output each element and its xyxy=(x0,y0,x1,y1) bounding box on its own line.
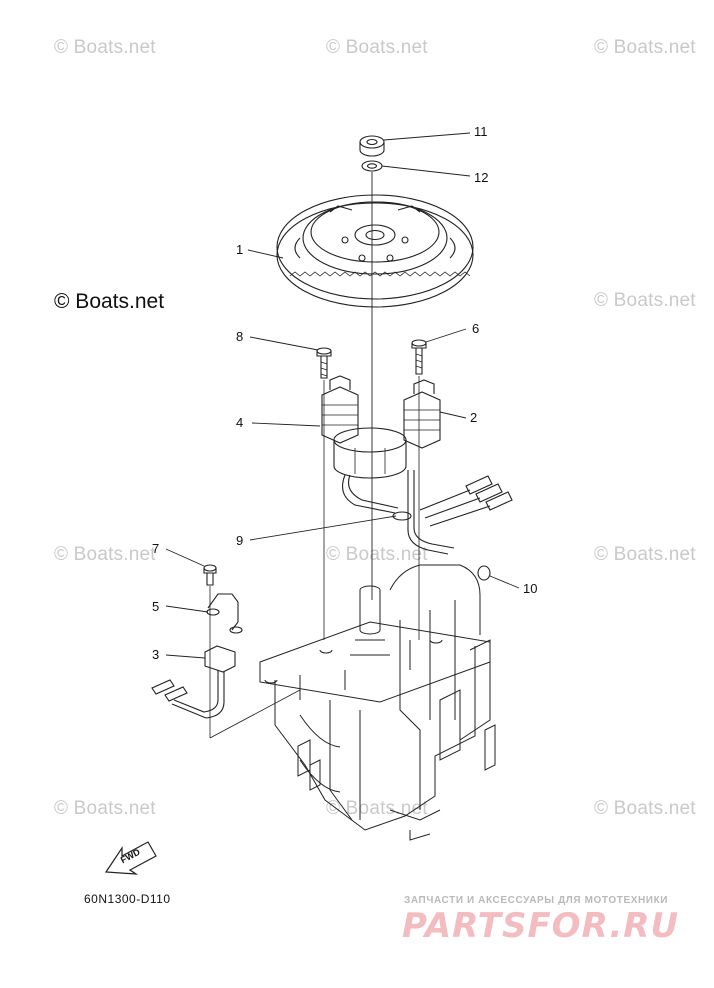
callout-9: 9 xyxy=(236,533,244,548)
watermark-strong: © Boats.net xyxy=(54,290,165,313)
bolt-part-8 xyxy=(316,347,332,379)
watermark: © Boats.net xyxy=(326,544,428,565)
flywheel-part-1 xyxy=(276,194,474,308)
brand-logo: PARTSFOR.RU xyxy=(402,906,680,946)
brand-tagline: ЗАПЧАСТИ И АКСЕССУАРЫ ДЛЯ МОТОТЕХНИКИ xyxy=(404,895,669,906)
callout-6: 6 xyxy=(472,321,480,336)
callout-11: 11 xyxy=(474,124,488,139)
callout-7: 7 xyxy=(152,541,160,556)
assembly-guides xyxy=(209,376,420,739)
callout-5: 5 xyxy=(152,599,160,614)
callout-10: 10 xyxy=(523,581,538,596)
callout-2: 2 xyxy=(470,410,478,425)
watermark: © Boats.net xyxy=(54,544,156,565)
plug-part-10 xyxy=(477,565,491,581)
charge-coil xyxy=(333,427,407,479)
callout-3: 3 xyxy=(152,647,160,662)
watermark: © Boats.net xyxy=(54,798,156,819)
wire-harness xyxy=(342,470,513,555)
nut-part-11 xyxy=(359,135,385,157)
callout-8: 8 xyxy=(236,329,244,344)
watermark: © Boats.net xyxy=(594,544,696,565)
fwd-arrow-icon xyxy=(104,841,157,875)
engine-block xyxy=(259,564,496,841)
bracket-part-5 xyxy=(206,593,243,634)
watermark: © Boats.net xyxy=(326,37,428,58)
watermark: © Boats.net xyxy=(594,37,696,58)
callout-leaders xyxy=(165,132,520,659)
watermark: © Boats.net xyxy=(54,37,156,58)
pulser-coil-part-3 xyxy=(151,645,236,719)
watermark: © Boats.net xyxy=(594,290,696,311)
diagram-code: 60N1300-D110 xyxy=(84,892,171,906)
washer-part-12 xyxy=(361,160,383,172)
stator-coil-part-2 xyxy=(403,379,441,449)
watermark: © Boats.net xyxy=(594,798,696,819)
callout-1: 1 xyxy=(236,242,244,257)
stator-coil-part-4 xyxy=(321,375,359,444)
callout-4: 4 xyxy=(236,415,244,430)
screw-part-7 xyxy=(203,564,217,586)
callout-12: 12 xyxy=(474,170,489,185)
bolt-part-6 xyxy=(411,339,427,375)
